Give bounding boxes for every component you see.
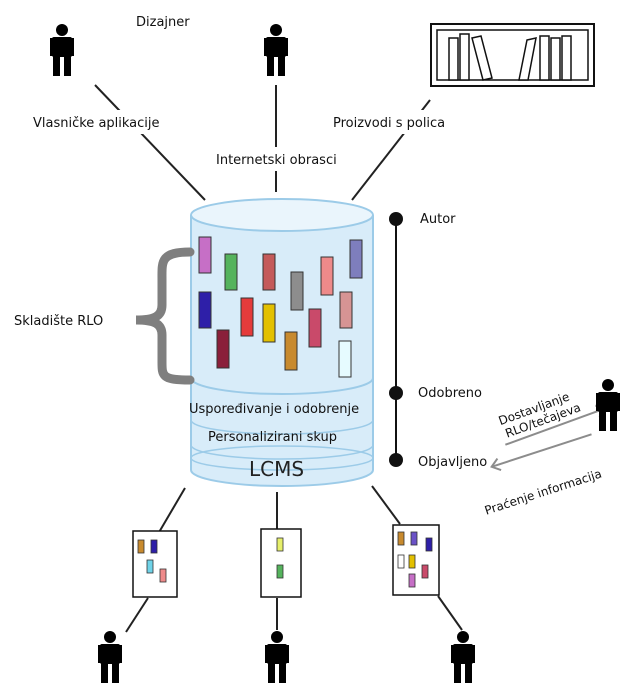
rlo-block: [320, 256, 334, 296]
rlo-block: [339, 291, 353, 329]
rlo-block: [216, 329, 230, 369]
course-card-left: [132, 530, 178, 598]
rlo-block: [338, 340, 352, 378]
rlo-block: [284, 331, 298, 371]
rlo-storage-label: Skladište RLO: [14, 314, 103, 329]
line-db-to-right: [371, 485, 401, 525]
rlo-block: [240, 297, 254, 337]
course-card-right: [392, 524, 440, 596]
workflow-timeline: [389, 212, 403, 467]
rlo-blocks: [198, 236, 363, 378]
approved-label: Odobreno: [418, 386, 482, 401]
person-icon: [265, 631, 289, 683]
rlo-block: [262, 253, 276, 291]
internet-forms-label: Internetski obrasci: [216, 153, 337, 168]
author-dot: [389, 212, 403, 226]
delivery-arrow: Dostavljanje RLO/tečajeva: [497, 390, 607, 446]
tracking-label: Praćenje informacija: [483, 467, 604, 518]
published-label: Objavljeno: [418, 455, 487, 470]
person-icon: [264, 24, 288, 76]
rlo-block: [290, 271, 304, 311]
rlo-block: [198, 291, 212, 329]
tracking-arrow: Praćenje informacija: [483, 433, 604, 518]
course-card-center: [260, 528, 302, 598]
rlo-block: [262, 303, 276, 343]
rlo-block: [198, 236, 212, 274]
approved-dot: [389, 386, 403, 400]
published-dot: [389, 453, 403, 467]
rlo-storage-brace: [135, 247, 195, 385]
person-icon: [50, 24, 74, 76]
proprietary-apps-label: Vlasničke aplikacije: [33, 116, 160, 131]
designer-label: Dizajner: [136, 15, 190, 30]
rlo-block: [349, 239, 363, 279]
label-bg-forms: [212, 147, 340, 171]
person-icon: [451, 631, 475, 683]
line-designer-to-db: [94, 84, 206, 201]
bookshelf-icon: [430, 23, 595, 87]
rlo-block: [308, 308, 322, 348]
label-bg-apps: [30, 110, 168, 134]
rlo-block: [224, 253, 238, 291]
compare-approve-label: Uspoređivanje i odobrenje: [189, 402, 359, 417]
line-left-to-person: [125, 597, 149, 633]
label-bg-shelf: [330, 110, 458, 134]
personalized-set-label: Personalizirani skup: [208, 430, 337, 445]
line-db-to-left: [157, 487, 186, 535]
lcms-label: LCMS: [249, 457, 304, 481]
person-icon: [596, 379, 620, 431]
person-icon: [98, 631, 122, 683]
author-label: Autor: [420, 212, 456, 227]
shelf-products-label: Proizvodi s polica: [333, 116, 445, 131]
line-right-to-person: [437, 595, 463, 631]
